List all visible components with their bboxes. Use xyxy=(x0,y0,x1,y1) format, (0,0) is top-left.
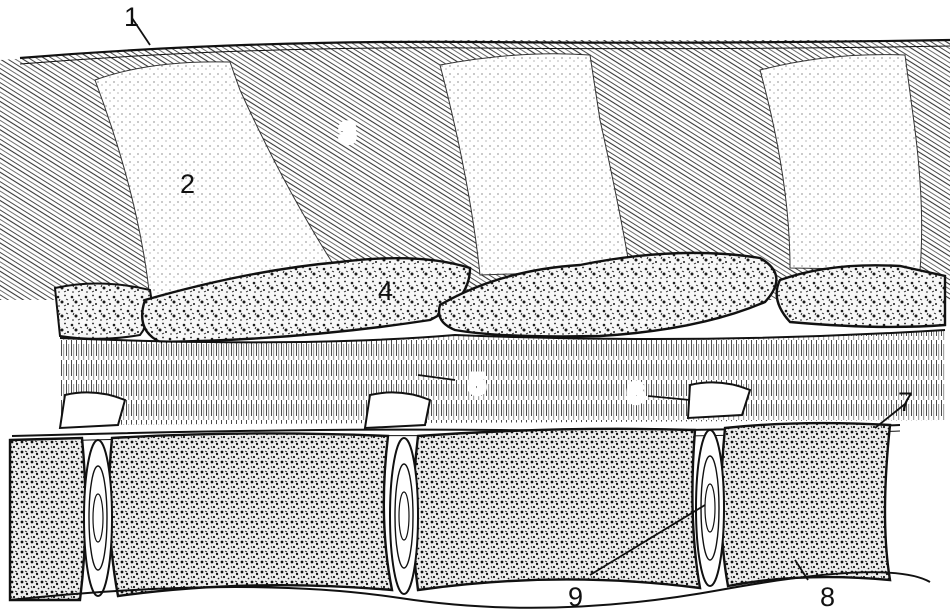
label-3: 3 xyxy=(340,118,355,148)
label-2: 2 xyxy=(180,169,195,199)
spinal-canal-band xyxy=(60,330,945,425)
label-6: 6 xyxy=(628,378,643,408)
vertebral-bodies xyxy=(10,423,890,600)
spinous-processes xyxy=(95,54,922,300)
label-8: 8 xyxy=(820,582,835,612)
label-7: 7 xyxy=(898,387,913,417)
label-1: 1 xyxy=(124,2,139,32)
label-5: 5 xyxy=(470,369,485,399)
label-4: 4 xyxy=(378,276,393,306)
label-9: 9 xyxy=(568,582,583,612)
